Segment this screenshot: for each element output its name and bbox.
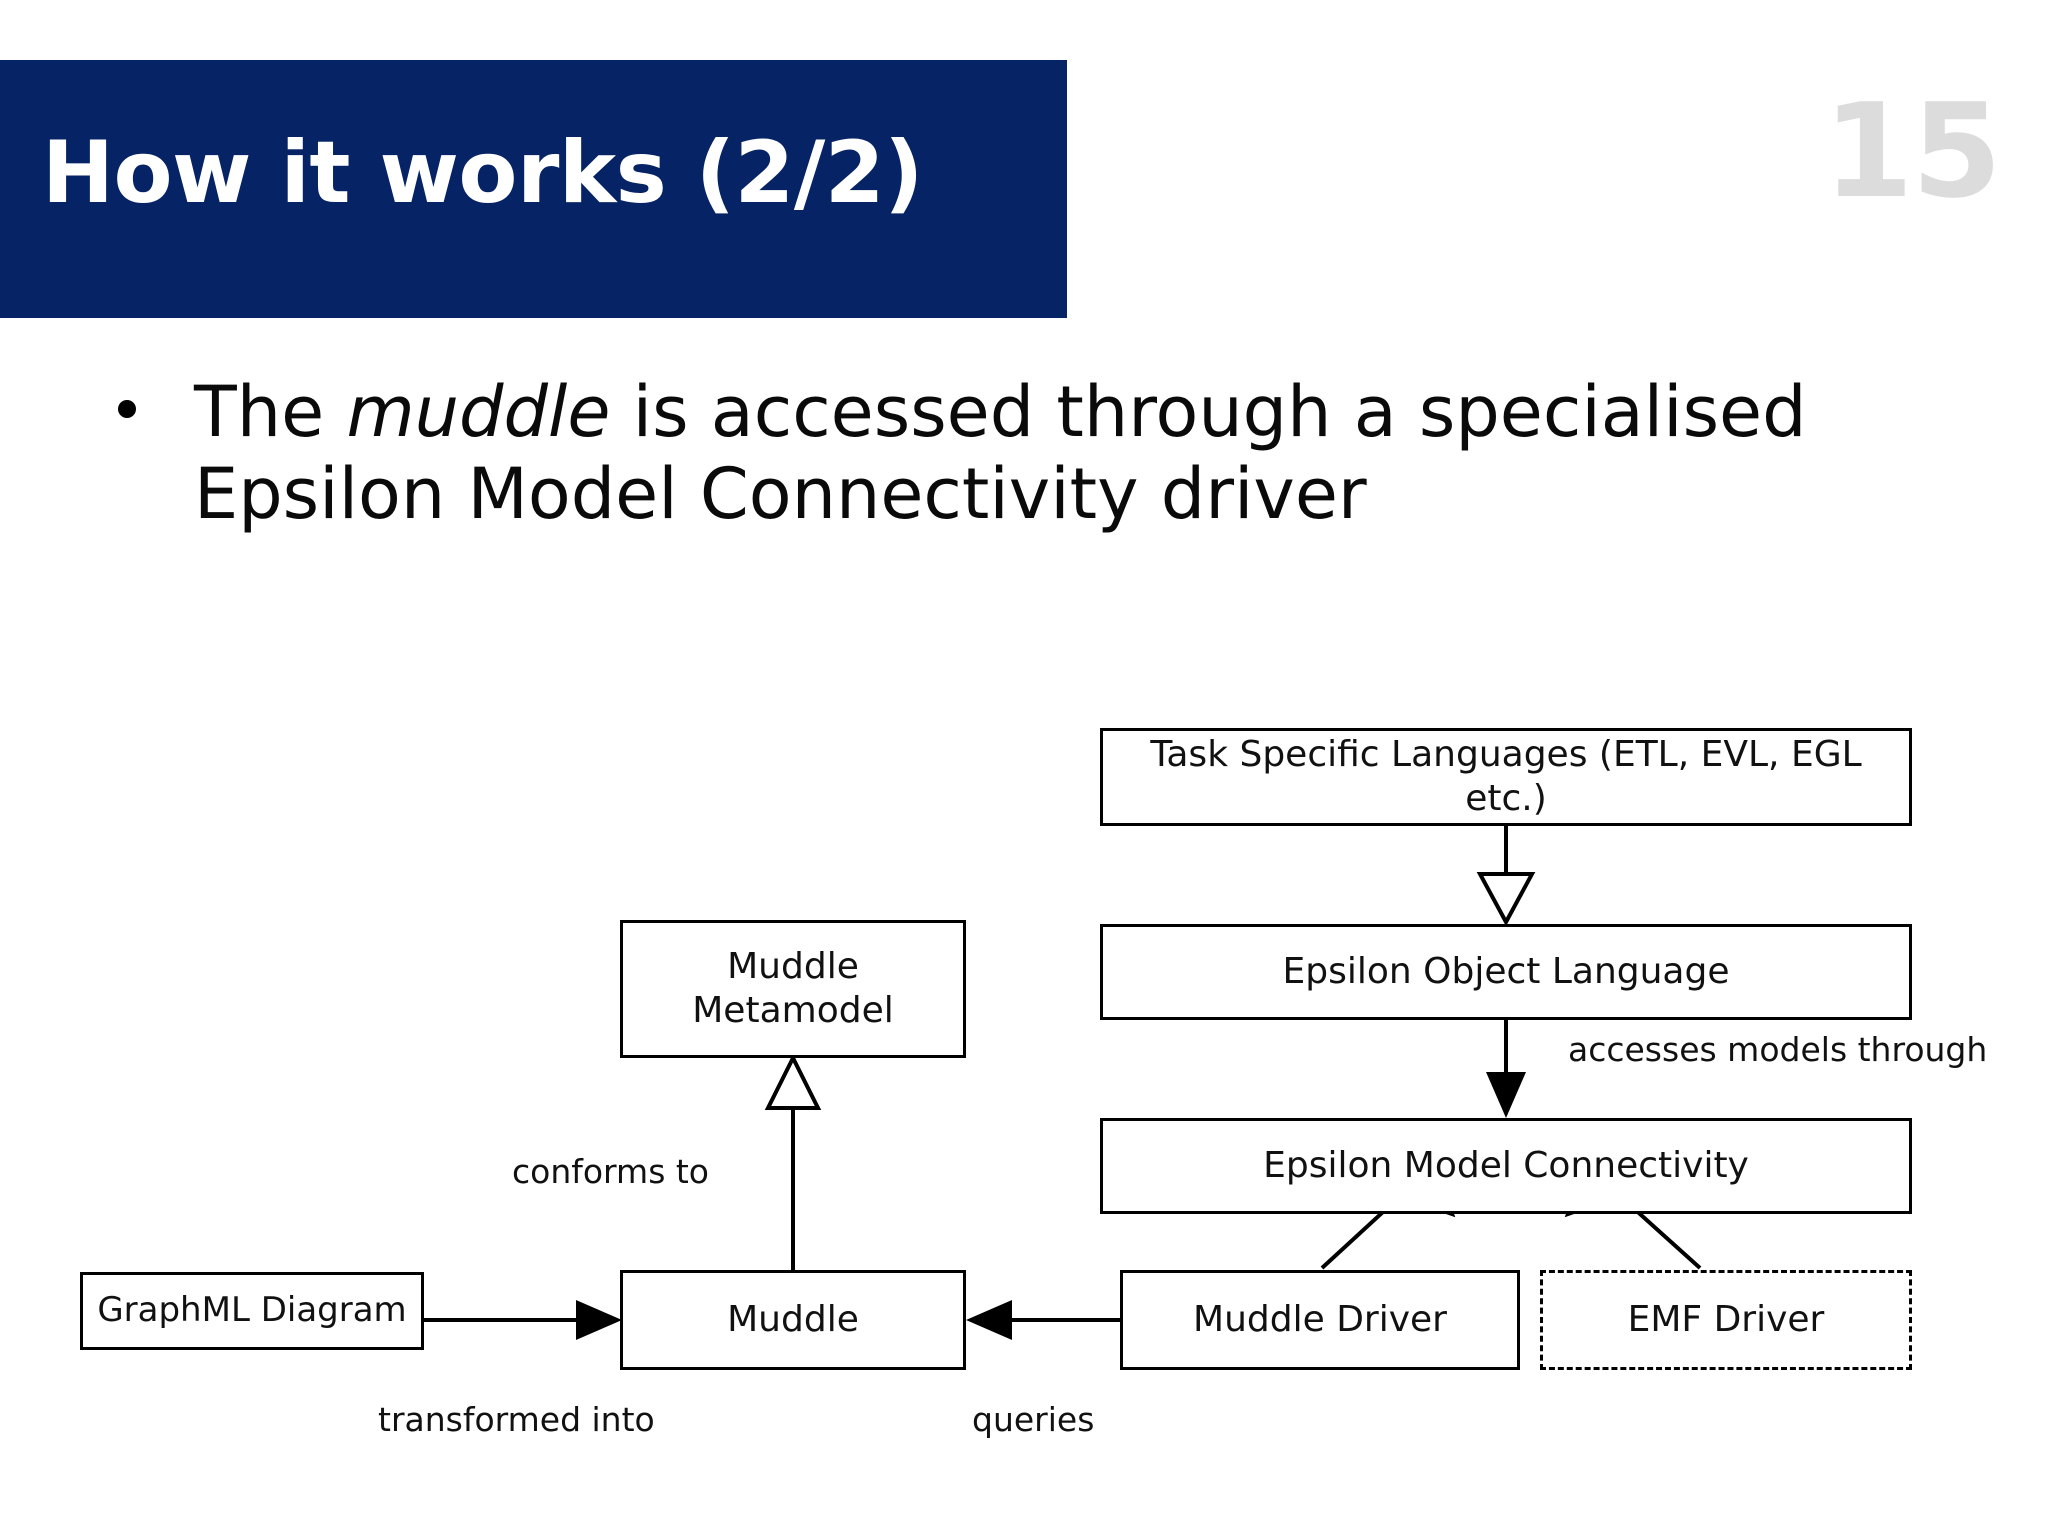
bullet-text-part-2: is accessed through a specialised Epsilo…: [194, 371, 1807, 535]
edge-label-transformed-into: transformed into: [378, 1400, 655, 1439]
box-muddle[interactable]: Muddle: [620, 1270, 966, 1370]
edge-label-accesses-models-through: accesses models through: [1568, 1030, 1988, 1069]
bullet-text-part-1: The: [194, 371, 347, 453]
bullet-item-text: The muddle is accessed through a special…: [194, 371, 1894, 536]
page-title: How it works (2/2): [42, 123, 923, 223]
box-muddle-metamodel-line1: Muddle: [727, 946, 859, 988]
box-muddle-metamodel[interactable]: Muddle Metamodel: [620, 920, 966, 1058]
bullet-text-emphasis: muddle: [346, 371, 611, 453]
box-task-specific-languages[interactable]: Task Specific Languages (ETL, EVL, EGL e…: [1100, 728, 1912, 826]
box-epsilon-model-connectivity[interactable]: Epsilon Model Connectivity: [1100, 1118, 1912, 1214]
title-banner: [0, 60, 1067, 318]
bullet-dot-icon: [118, 400, 136, 418]
box-epsilon-object-language[interactable]: Epsilon Object Language: [1100, 924, 1912, 1020]
box-graphml-diagram[interactable]: GraphML Diagram: [80, 1272, 424, 1350]
slide-number: 15: [1823, 75, 2002, 227]
box-muddle-metamodel-line2: Metamodel: [692, 990, 894, 1031]
edge-label-conforms-to: conforms to: [512, 1152, 710, 1191]
edge-label-queries: queries: [972, 1400, 1095, 1439]
box-emf-driver[interactable]: EMF Driver: [1540, 1270, 1912, 1370]
box-muddle-driver[interactable]: Muddle Driver: [1120, 1270, 1520, 1370]
